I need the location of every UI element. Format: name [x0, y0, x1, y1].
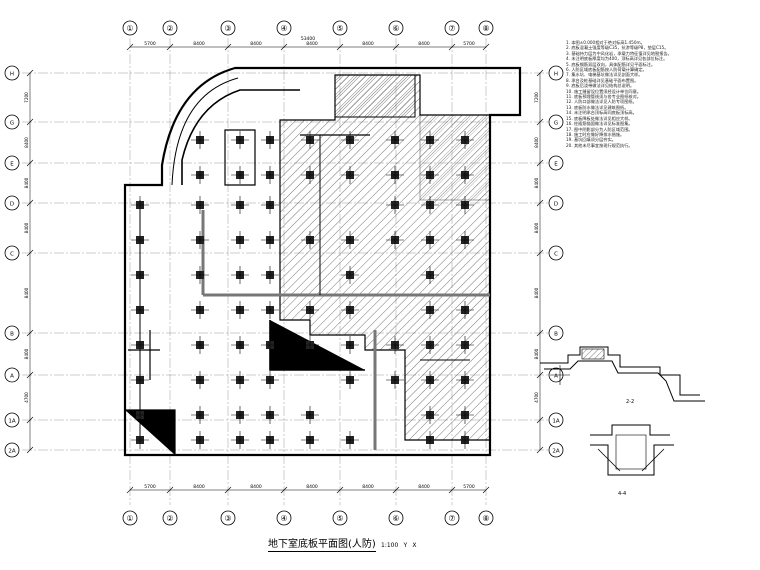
drawing-title: 地下室底板平面图(人防): [268, 539, 376, 552]
grid-label-col: ④: [280, 514, 287, 523]
dimension-label: 7200: [24, 92, 29, 103]
dimension-label: 8400: [534, 137, 539, 148]
dimension-label: 5700: [144, 41, 156, 47]
overall-dimension: 53400: [301, 36, 315, 42]
grid-label-row: 2A: [552, 449, 559, 455]
dimension-label: 8400: [24, 287, 29, 298]
grid-label-col: ⑧: [482, 24, 489, 33]
grid-label-row: E: [554, 162, 558, 168]
grid-label-row: G: [554, 121, 558, 127]
grid-label-row: C: [10, 252, 14, 258]
grid-label-row: 1A: [552, 419, 559, 425]
dimension-label: 5700: [463, 41, 475, 47]
dimension-label: 8400: [193, 484, 205, 490]
dimension-label: 8400: [534, 348, 539, 359]
civil-defense-area: [280, 75, 490, 440]
dimension-label: 8400: [24, 222, 29, 233]
grid-label-col: ③: [224, 24, 231, 33]
grid-label-col: ⑧: [482, 514, 489, 523]
note-line: 20. 其他未尽事宜按现行规范执行。: [566, 143, 752, 148]
grid-label-col: ③: [224, 514, 231, 523]
section-4-4-label: 4-4: [618, 491, 626, 497]
dimension-label: 8400: [306, 484, 318, 490]
grid-label-row: A: [554, 374, 558, 380]
grid-label-row: B: [10, 332, 14, 338]
dimension-label: 7200: [534, 92, 539, 103]
dimension-label: 4700: [24, 392, 29, 403]
section-4-4: 4-4: [590, 425, 674, 497]
grid-label-row: B: [554, 332, 558, 338]
grid-label-col: ①: [126, 24, 133, 33]
grid-label-row: H: [10, 72, 14, 78]
grid-label-col: ⑦: [448, 514, 455, 523]
dimension-label: 8400: [24, 177, 29, 188]
grid-label-col: ⑦: [448, 24, 455, 33]
dimension-label: 8400: [534, 287, 539, 298]
grid-label-col: ①: [126, 514, 133, 523]
grid-label-col: ②: [166, 24, 173, 33]
grid-label-col: ②: [166, 514, 173, 523]
grid-label-row: C: [554, 252, 558, 258]
section-2-2-label: 2-2: [626, 399, 634, 405]
dimension-label: 8400: [418, 41, 430, 47]
grid-label-row: D: [10, 202, 14, 208]
drawing-title-block: 地下室底板平面图(人防) 1:100 Y X: [268, 535, 416, 550]
dimension-label: 8400: [362, 41, 374, 47]
axis-symbol-y: Y: [403, 542, 407, 549]
dimension-label: 5700: [144, 484, 156, 490]
drawing-scale: 1:100: [381, 542, 398, 549]
dimension-label: 8400: [24, 137, 29, 148]
grid-label-col: ⑤: [336, 24, 343, 33]
grid-label-row: D: [554, 202, 558, 208]
grid-label-row: H: [554, 72, 558, 78]
axis-symbol-x: X: [412, 542, 416, 549]
dimension-label: 4700: [534, 392, 539, 403]
dimension-label: 8400: [24, 348, 29, 359]
general-notes: 1. 本图±0.000相对于绝对标高1.450m。2. 底板混凝土强度等级C35…: [566, 40, 752, 148]
dimension-label: 8400: [193, 41, 205, 47]
dimension-label: 8400: [250, 41, 262, 47]
dimension-label: 8400: [534, 177, 539, 188]
grid-label-col: ④: [280, 24, 287, 33]
grid-label-row: A: [10, 374, 14, 380]
grid-label-row: E: [10, 162, 14, 168]
dimension-label: 8400: [418, 484, 430, 490]
grid-label-row: 1A: [8, 419, 15, 425]
grid-label-col: ⑥: [392, 24, 399, 33]
grid-label-row: 2A: [8, 449, 15, 455]
section-2-2: 2-2: [540, 347, 705, 405]
dimension-label: 8400: [362, 484, 374, 490]
grid-label-col: ⑤: [336, 514, 343, 523]
dimension-label: 8400: [250, 484, 262, 490]
dimension-label: 5700: [463, 484, 475, 490]
grid-label-col: ⑥: [392, 514, 399, 523]
dimension-label: 8400: [534, 222, 539, 233]
grid-label-row: G: [10, 121, 14, 127]
